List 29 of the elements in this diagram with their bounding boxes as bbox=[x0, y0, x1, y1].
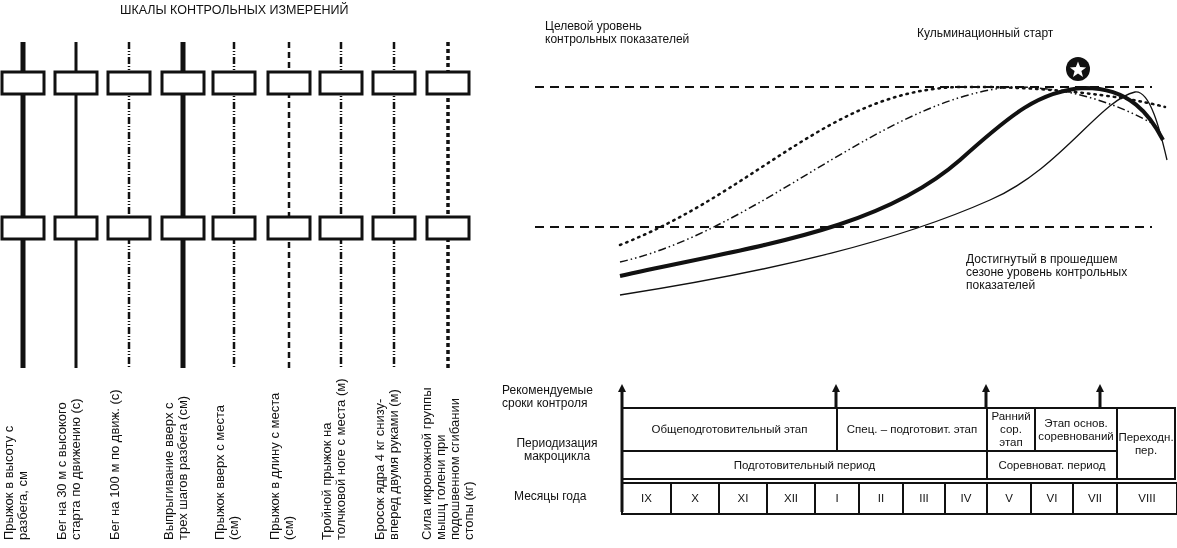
table-cell: IV bbox=[944, 482, 988, 515]
scale-label: Прыжок вверх с места (см) bbox=[213, 403, 242, 540]
table-cell: XII bbox=[766, 482, 816, 515]
table-cell: IX bbox=[621, 482, 672, 515]
row-header: Периодизация макроцикла bbox=[515, 437, 599, 463]
scale-label: Сила икроножной группы мышц голени при подошвенном сгибании стопы (кг) bbox=[420, 386, 477, 540]
table-cell: VIII bbox=[1116, 482, 1177, 515]
chart-note: Достигнутый в прошедшем сезоне уровень контрольных показателей bbox=[966, 253, 1129, 292]
scale-label: Прыжок в высоту с разбега, см bbox=[2, 424, 31, 540]
scale-label: Бег на 100 м по движ. (с) bbox=[108, 388, 123, 540]
table-cell: II bbox=[858, 482, 904, 515]
heading: ШКАЛЫ КОНТРОЛЬНЫХ ИЗМЕРЕНИЙ bbox=[120, 4, 349, 17]
table-cell: X bbox=[670, 482, 720, 515]
chart-note: Кульминационный старт bbox=[917, 27, 1054, 40]
table-cell: VII bbox=[1072, 482, 1118, 515]
table-cell: XI bbox=[718, 482, 768, 515]
scale-label: Прыжок в длину с места (см) bbox=[268, 391, 297, 540]
row-header: Рекомендуемые сроки контроля bbox=[502, 384, 594, 410]
scale-label: Тройной прыжок на толчковой ноге с места (м) bbox=[320, 378, 349, 540]
chart-note: Целевой уровень контрольных показателей bbox=[545, 20, 691, 46]
table-cell: V bbox=[986, 482, 1032, 515]
table-cell: Переходн. пер. bbox=[1116, 407, 1176, 480]
table-cell: I bbox=[814, 482, 860, 515]
scale-label: Бросок ядра 4 кг снизу-вперед двумя руками (м) bbox=[373, 388, 402, 540]
row-header: Месяцы года bbox=[514, 490, 587, 503]
table-cell: III bbox=[902, 482, 946, 515]
scale-label: Бег на 30 м с высокого старта по движению (с) bbox=[55, 397, 84, 540]
scale-label: Выпрыгивание вверх с трех шагов разбега (см) bbox=[162, 394, 191, 540]
table-cell: VI bbox=[1030, 482, 1074, 515]
